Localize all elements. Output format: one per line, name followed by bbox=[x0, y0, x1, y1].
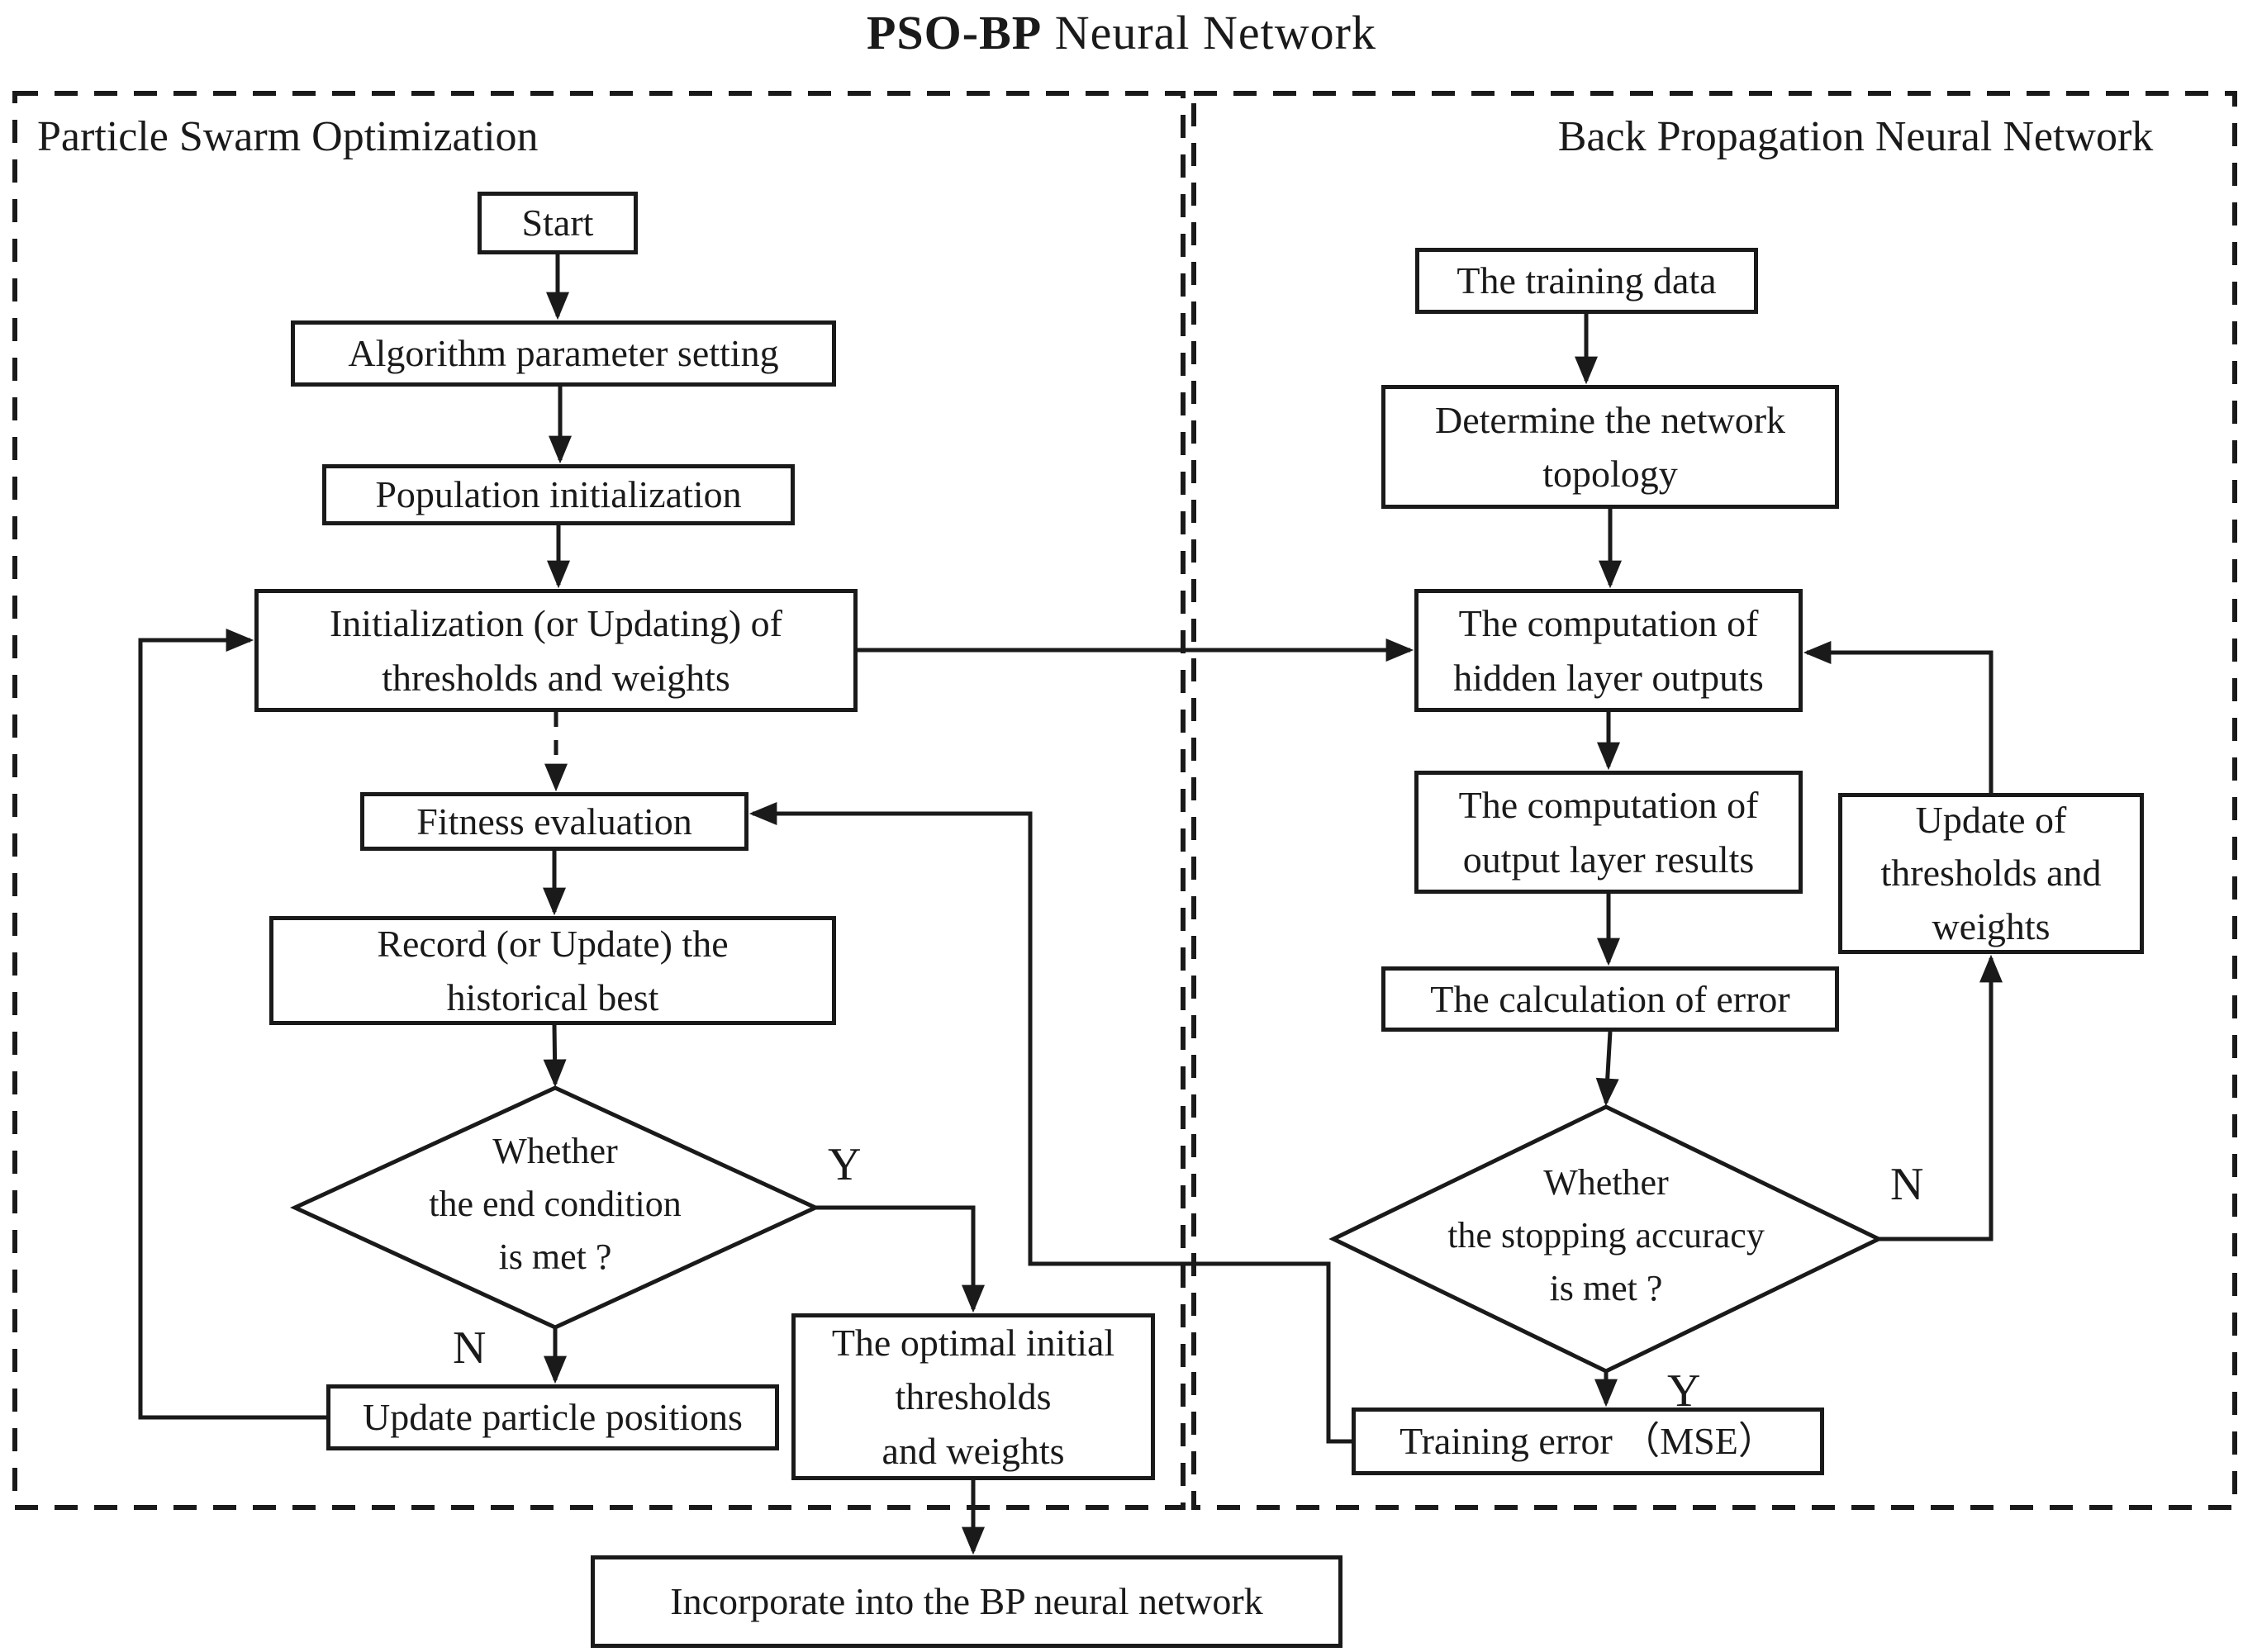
arrow-decision-yes-to-optimal bbox=[815, 1205, 985, 1313]
node-update-thresholds-line1: Update of bbox=[1915, 798, 2067, 841]
label-bp-yes: Y bbox=[1667, 1365, 1701, 1417]
node-output-layer: The computation of output layer results bbox=[1414, 771, 1803, 894]
node-hidden-layer-line2: hidden layer outputs bbox=[1453, 656, 1764, 699]
decision-stopping-accuracy-line2: the stopping accuracy bbox=[1447, 1214, 1765, 1256]
node-optimal-initial-line3: and weights bbox=[882, 1429, 1065, 1472]
node-start: Start bbox=[478, 192, 638, 254]
arrow-error-to-decision bbox=[1595, 1031, 1619, 1107]
node-training-error-mse-label: Training error （MSE） bbox=[1399, 1420, 1776, 1463]
node-init-update-weights-line2: thresholds and weights bbox=[382, 656, 730, 699]
node-parameter-setting: Algorithm parameter setting bbox=[291, 320, 836, 387]
arrow-mse-return-to-fitness bbox=[748, 802, 1352, 1444]
node-optimal-initial-line2: thresholds bbox=[895, 1375, 1052, 1418]
node-update-particles: Update particle positions bbox=[326, 1384, 779, 1450]
panel-pso-border bbox=[12, 91, 1186, 1510]
node-start-label: Start bbox=[521, 202, 594, 244]
decision-end-condition-line3: is met ? bbox=[498, 1236, 612, 1277]
node-error-calculation: The calculation of error bbox=[1381, 966, 1839, 1032]
arrow-decision-no-to-update-thresholds bbox=[1879, 954, 2003, 1241]
decision-end-condition-line1: Whether bbox=[492, 1131, 618, 1171]
node-init-update-weights: Initialization (or Updating) of threshol… bbox=[254, 589, 858, 712]
node-output-layer-line2: output layer results bbox=[1462, 838, 1755, 881]
node-record-best-line1: Record (or Update) the bbox=[377, 922, 729, 965]
panel-bp-label: Back Propagation Neural Network bbox=[1557, 113, 2154, 160]
decision-end-condition-label: Whether the end condition is met ? bbox=[369, 1125, 741, 1283]
node-training-error-mse: Training error （MSE） bbox=[1352, 1408, 1824, 1475]
decision-stopping-accuracy-line3: is met ? bbox=[1549, 1267, 1663, 1308]
decision-diamond-pso bbox=[290, 1085, 820, 1330]
node-optimal-initial: The optimal initial thresholds and weigh… bbox=[791, 1313, 1155, 1480]
node-update-thresholds-line3: weights bbox=[1932, 904, 2051, 947]
node-optimal-initial-line1: The optimal initial bbox=[831, 1322, 1115, 1365]
node-network-topology-line2: topology bbox=[1542, 453, 1678, 495]
title-rest: Neural Network bbox=[1042, 6, 1376, 59]
node-fitness-evaluation-label: Fitness evaluation bbox=[416, 800, 692, 843]
node-parameter-setting-label: Algorithm parameter setting bbox=[348, 332, 779, 375]
label-bp-no: N bbox=[1890, 1159, 1924, 1210]
node-fitness-evaluation: Fitness evaluation bbox=[360, 792, 748, 851]
node-population-initialization-label: Population initialization bbox=[375, 473, 742, 516]
node-network-topology: Determine the network topology bbox=[1381, 385, 1839, 509]
decision-diamond-bp bbox=[1328, 1104, 1884, 1374]
node-output-layer-line1: The computation of bbox=[1458, 784, 1759, 827]
node-network-topology-line1: Determine the network bbox=[1434, 398, 1786, 441]
node-update-thresholds-line2: thresholds and bbox=[1880, 852, 2102, 895]
node-training-data: The training data bbox=[1415, 248, 1758, 314]
node-training-data-label: The training data bbox=[1457, 259, 1717, 302]
node-error-calculation-label: The calculation of error bbox=[1430, 977, 1790, 1020]
decision-stopping-accuracy-label: Whether the stopping accuracy is met ? bbox=[1399, 1156, 1813, 1314]
label-pso-no: N bbox=[453, 1322, 487, 1374]
label-pso-yes: Y bbox=[828, 1139, 862, 1190]
panel-pso-label: Particle Swarm Optimization bbox=[37, 113, 539, 160]
arrow-update-thresholds-to-hidden bbox=[1803, 641, 1994, 793]
diagram-title: PSO-BP Neural Network bbox=[0, 5, 2243, 60]
decision-end-condition-line2: the end condition bbox=[429, 1183, 682, 1224]
node-init-update-weights-line1: Initialization (or Updating) of bbox=[329, 602, 782, 645]
node-population-initialization: Population initialization bbox=[322, 464, 795, 525]
node-hidden-layer-line1: The computation of bbox=[1458, 602, 1759, 645]
node-record-best: Record (or Update) the historical best bbox=[269, 916, 836, 1025]
node-update-thresholds: Update of thresholds and weights bbox=[1838, 793, 2144, 954]
title-emphasis: PSO-BP bbox=[867, 6, 1043, 59]
panel-bp-border bbox=[1191, 91, 2237, 1510]
node-update-particles-label: Update particle positions bbox=[363, 1396, 743, 1439]
decision-stopping-accuracy-line1: Whether bbox=[1543, 1162, 1669, 1203]
node-incorporate-label: Incorporate into the BP neural network bbox=[670, 1580, 1263, 1623]
node-hidden-layer: The computation of hidden layer outputs bbox=[1414, 589, 1803, 712]
node-record-best-line2: historical best bbox=[446, 976, 659, 1018]
arrow-update-particles-loop-to-init bbox=[138, 629, 326, 1420]
arrow-record-to-decision bbox=[543, 1024, 567, 1088]
node-incorporate: Incorporate into the BP neural network bbox=[591, 1555, 1342, 1648]
